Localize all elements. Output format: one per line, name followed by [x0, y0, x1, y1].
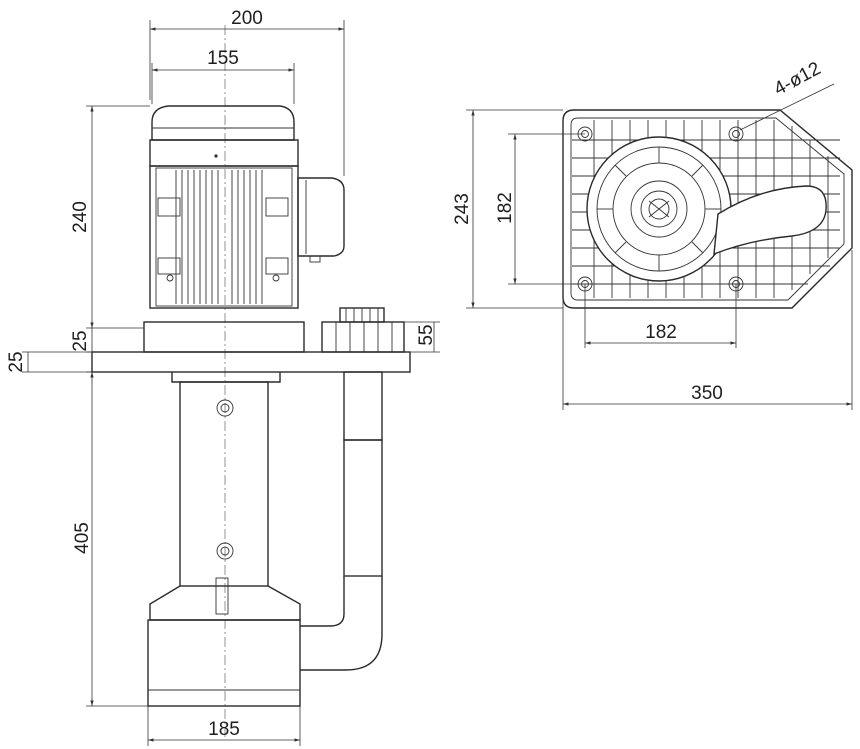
cooling-fins [175, 170, 263, 304]
top-view: 4-ø12 243 182 182 350 [452, 58, 853, 410]
dim-label-25-plate: 25 [6, 351, 27, 372]
pump-body [147, 585, 301, 707]
dimension-200: 200 [149, 8, 345, 176]
dimension-350: 350 [562, 250, 853, 410]
motor-flange [143, 321, 305, 353]
dimension-25-plate: 25 [6, 351, 92, 373]
dimension-240: 240 [70, 105, 150, 329]
dimension-55: 55 [404, 321, 440, 353]
motor-fan-cover [149, 105, 299, 167]
dim-label-243: 243 [452, 193, 473, 225]
discharge-fitting [321, 307, 405, 353]
dim-label-155: 155 [207, 48, 239, 69]
dimension-25-flange: 25 [70, 328, 93, 353]
dim-label-55: 55 [416, 324, 437, 345]
dim-label-240: 240 [70, 201, 91, 233]
outlet-lobe [713, 185, 827, 256]
dimension-243: 243 [452, 109, 563, 309]
dim-label-182-horizontal: 182 [645, 322, 677, 343]
dim-label-200: 200 [231, 8, 263, 29]
dimension-185: 185 [147, 706, 301, 746]
dim-label-holes: 4-ø12 [771, 58, 825, 100]
terminal-box [297, 177, 345, 263]
dim-label-25-flange: 25 [70, 330, 91, 351]
base-plate [91, 351, 411, 373]
dimension-182-vertical: 182 [495, 133, 585, 285]
dimension-155: 155 [151, 48, 295, 104]
dim-label-405: 405 [72, 522, 93, 554]
dimension-405: 405 [72, 371, 148, 707]
motor-body [149, 165, 299, 309]
dim-label-350: 350 [691, 383, 723, 404]
motor-mount-circle [586, 136, 732, 282]
side-view: 200 155 240 25 25 [6, 8, 440, 746]
discharge-pipe [300, 371, 383, 671]
top-plate-outline [562, 109, 853, 309]
dim-label-182-vertical: 182 [495, 192, 516, 224]
dimension-182-horizontal: 182 [584, 284, 737, 348]
pump-column [179, 381, 269, 615]
hole-callout: 4-ø12 [739, 58, 835, 131]
dim-label-185: 185 [208, 719, 240, 740]
